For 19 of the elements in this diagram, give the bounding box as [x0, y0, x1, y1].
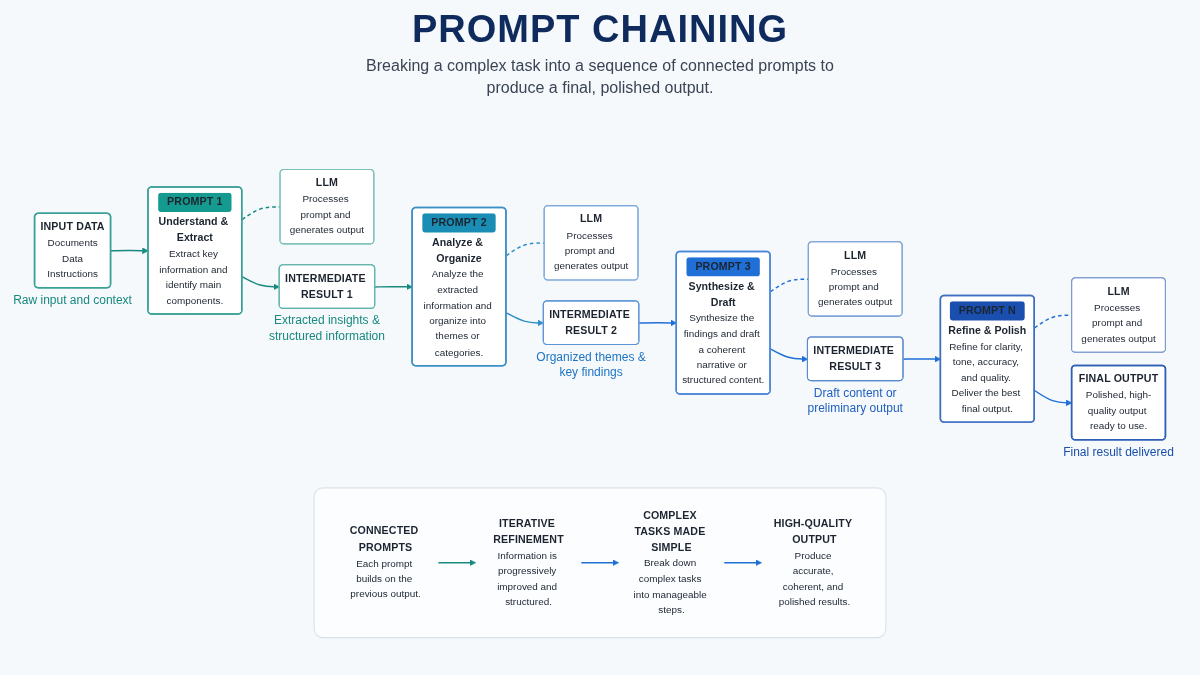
- node-caption: Raw input and context: [12, 292, 133, 309]
- node-text: ITERATIVE REFINEMENT Information is progressively improved and structured.: [493, 517, 564, 608]
- node-caption: Final result delivered: [1062, 444, 1175, 461]
- node-caption: Organized themes & key findings: [535, 349, 647, 381]
- title: PROMPT CHAINING: [412, 8, 788, 51]
- arrow: [580, 559, 619, 566]
- node-text: COMPLEX TASKS MADE SIMPLE Break down complex tasks into manageable steps.: [633, 509, 707, 616]
- arrow: [437, 559, 477, 566]
- subtitle: Breaking a complex task into a sequence of connected prompts to produce a final, polished output.: [365, 56, 835, 99]
- arrow: [723, 559, 762, 566]
- node-caption: Extracted insights & structured information: [267, 313, 386, 345]
- arrow: [505, 312, 544, 327]
- arrow: [374, 283, 413, 291]
- arrow: [241, 275, 280, 291]
- node-text: CONNECTED PROMPTS Each prompt builds on the previous output.: [349, 524, 421, 600]
- node-caption: Draft content or preliminary output: [806, 385, 904, 417]
- cluster: [313, 487, 887, 639]
- node-text: HIGH-QUALITY OUTPUT Produce accurate, coherent, and polished results.: [773, 517, 853, 608]
- arrow: [638, 319, 677, 327]
